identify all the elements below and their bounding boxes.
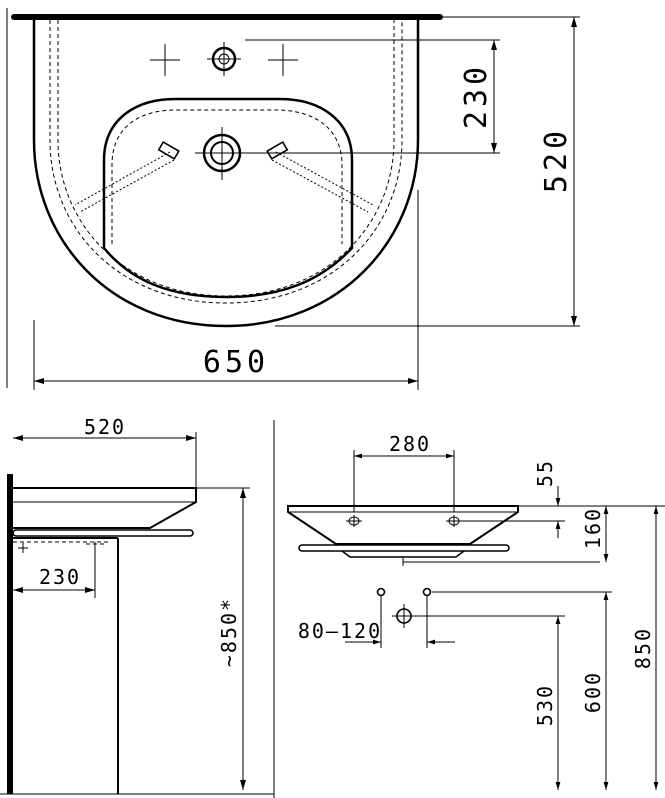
basin-bowl-dashed <box>111 109 343 244</box>
basin-rim-dashed <box>49 20 403 304</box>
drain-mark <box>18 543 28 553</box>
side-view: 520 230 ~850* <box>0 415 274 795</box>
top-view: 230 520 650 <box>11 14 580 390</box>
dim-width: 650 <box>203 345 269 380</box>
dim-drain-offset: 230 <box>39 565 81 589</box>
fixing-bolts <box>74 140 374 213</box>
tap-hole <box>207 42 241 76</box>
front-tap-holes <box>346 515 462 527</box>
side-pedestal <box>13 537 119 794</box>
dim-height: ~850* <box>217 597 241 667</box>
side-shelf <box>12 529 194 537</box>
drain-outlet <box>195 127 250 180</box>
wall <box>7 474 13 794</box>
side-basin <box>13 487 197 529</box>
dim-tap-offset: 230 <box>459 63 494 129</box>
dim-rim-height: 850 <box>631 627 655 669</box>
basin-bowl <box>102 97 354 299</box>
dim-depth: 520 <box>539 127 574 193</box>
front-shelf <box>298 544 510 552</box>
front-view: 280 55 160 80–120 530 600 <box>287 432 665 790</box>
dim-waste-spacing: 80–120 <box>298 619 382 643</box>
dim-hole-spacing: 280 <box>389 432 431 456</box>
dim-side-depth: 520 <box>84 415 126 439</box>
dim-supply-height: 600 <box>581 671 605 713</box>
dim-basin-height: 160 <box>581 507 605 549</box>
optional-hole-marks <box>150 44 298 76</box>
dim-hole-height: 55 <box>533 459 557 487</box>
basin-outer-contour <box>32 17 420 328</box>
supply-points <box>376 587 432 597</box>
dim-waste-height: 530 <box>533 684 557 726</box>
waste-point <box>392 604 416 628</box>
